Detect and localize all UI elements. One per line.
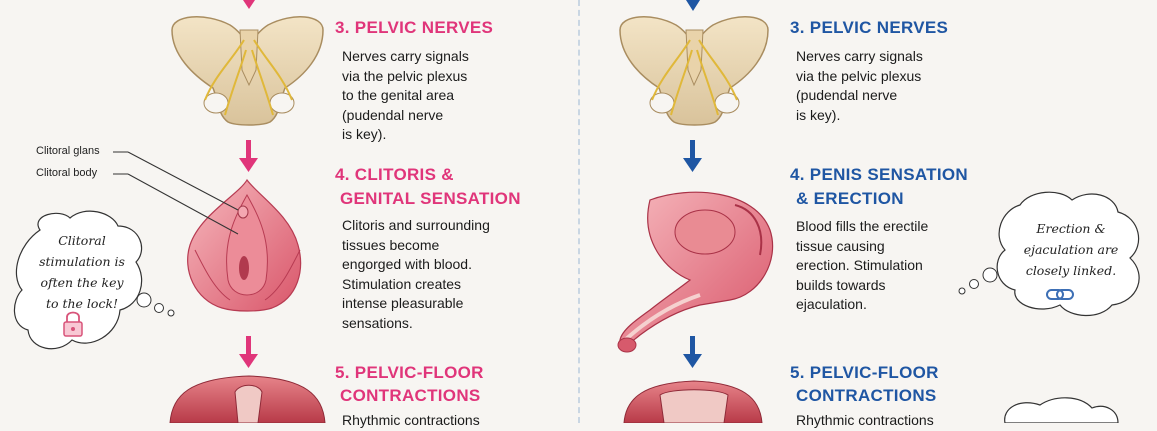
right-step4-text: Blood fills the erectile tissue causing …	[796, 218, 929, 312]
pelvic-floor-illustration-left	[169, 375, 326, 423]
clitoral-glans-label: Clitoral glans	[36, 145, 100, 157]
padlock-icon	[63, 311, 83, 337]
arrow-down-icon-left-1	[239, 140, 258, 172]
thought-text-right: Erection & ejaculation are closely linke…	[1023, 221, 1119, 278]
left-step4-title-line2: GENITAL SENSATION	[340, 189, 521, 208]
pelvic-floor-illustration-right	[623, 380, 763, 423]
left-step5-title-line1: 5. PELVIC-FLOOR	[335, 363, 484, 382]
arrow-down-icon-right-2	[683, 336, 702, 368]
left-step5-text: Rhythmic contractions	[342, 412, 480, 428]
arrow-down-icon-right-top	[686, 0, 700, 11]
left-step3-text: Nerves carry signals via the pelvic plex…	[342, 48, 469, 142]
right-step5-title-line1: 5. PELVIC-FLOOR	[790, 363, 939, 382]
pelvis-illustration-left	[171, 16, 324, 126]
pelvis-illustration-right	[619, 16, 769, 126]
left-step4-text: Clitoris and surrounding tissues become …	[342, 217, 490, 331]
right-step3-title: 3. PELVIC NERVES	[790, 18, 949, 37]
arrow-down-icon-left-top	[243, 0, 255, 9]
right-step3-text: Nerves carry signals via the pelvic plex…	[796, 48, 923, 123]
right-step5-title-line2: CONTRACTIONS	[796, 386, 937, 405]
label-leader-lines	[113, 151, 239, 235]
vulva-illustration	[187, 178, 302, 312]
right-step4-title-line2: & ERECTION	[796, 189, 904, 208]
right-step4-title-line1: 4. PENIS SENSATION	[790, 165, 968, 184]
thought-bubble-right	[958, 191, 1140, 317]
thought-bubble-partial	[1004, 397, 1119, 423]
right-step5-text: Rhythmic contractions	[796, 412, 934, 428]
column-divider	[578, 0, 580, 423]
arrow-down-icon-left-2	[239, 336, 258, 368]
thought-text-left: Clitoral stimulation is often the key to…	[39, 233, 125, 311]
clitoral-body-label: Clitoral body	[36, 167, 98, 179]
thought-bubble-left	[13, 210, 175, 350]
arrow-down-icon-right-1	[683, 140, 702, 172]
chain-link-icon	[1046, 289, 1074, 300]
penis-illustration	[617, 191, 774, 353]
left-step5-title-line2: CONTRACTIONS	[340, 386, 481, 405]
left-step4-title-line1: 4. CLITORIS &	[335, 165, 454, 184]
left-step3-title: 3. PELVIC NERVES	[335, 18, 494, 37]
